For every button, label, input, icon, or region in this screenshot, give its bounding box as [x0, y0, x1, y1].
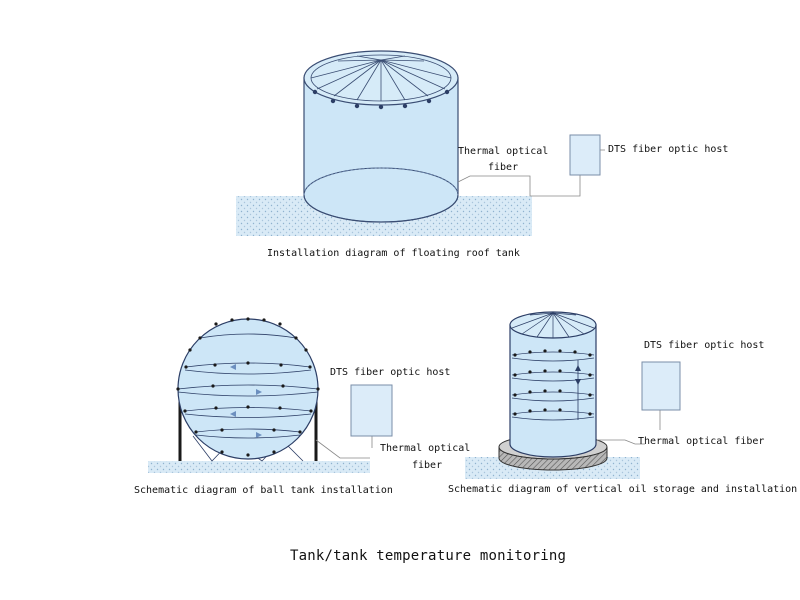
ball-tank-fiber-leader: [315, 439, 370, 459]
vertical-tank-roof-spokes: [511, 312, 595, 338]
vertical-tank-fiber-coils: [511, 351, 595, 421]
vertical-oil-diagram: [465, 311, 681, 479]
ball-tank-host-label: DTS fiber optic host: [330, 367, 451, 378]
floating-roof-spokes: [310, 55, 452, 101]
ball-tank-sensor-points: [176, 317, 320, 457]
floating-roof-dts-host: [569, 134, 601, 176]
ball-tank-dts-host: [350, 384, 393, 437]
floating-roof-caption: Installation diagram of floating roof ta…: [267, 248, 520, 259]
ball-tank-flow-arrows: [230, 364, 262, 438]
ball-tank-caption: Schematic diagram of ball tank installat…: [134, 485, 393, 496]
floating-roof-fiber-label-line1: Thermal optical: [458, 146, 549, 157]
vertical-oil-dts-host: [641, 361, 681, 411]
ball-tank-fiber-label-line2: fiber: [412, 460, 443, 471]
ball-tank-fiber-label: Thermal optical fiber: [380, 443, 470, 472]
floating-roof-fiber-leader: [457, 175, 581, 197]
vertical-oil-caption: Schematic diagram of vertical oil storag…: [448, 484, 798, 495]
floating-roof-tank-diagram: [236, 50, 605, 236]
vertical-tank-sensor-points: [513, 349, 592, 416]
vertical-oil-fiber-leader: [597, 439, 645, 445]
ball-tank-fiber-label-line1: Thermal optical: [380, 443, 471, 454]
vertical-oil-host-label: DTS fiber optic host: [644, 340, 765, 351]
floating-roof-fiber-label: Thermal optical fiber: [458, 146, 548, 174]
main-title: Tank/tank temperature monitoring: [290, 548, 567, 564]
vertical-oil-fiber-label: Thermal optical fiber: [638, 436, 765, 447]
vertical-tank-flow-arrows: [575, 365, 581, 385]
ground-ball-tank: [148, 461, 370, 473]
floating-roof-tank: [303, 50, 459, 223]
floating-roof-host-label: DTS fiber optic host: [608, 144, 729, 155]
floating-roof-fiber-label-line2: fiber: [488, 162, 519, 173]
vertical-tank-base: [498, 446, 608, 471]
ball-tank-diagram: [148, 317, 393, 473]
vertical-tank-body: [509, 324, 597, 458]
floating-roof-sensor-points: [312, 89, 450, 110]
